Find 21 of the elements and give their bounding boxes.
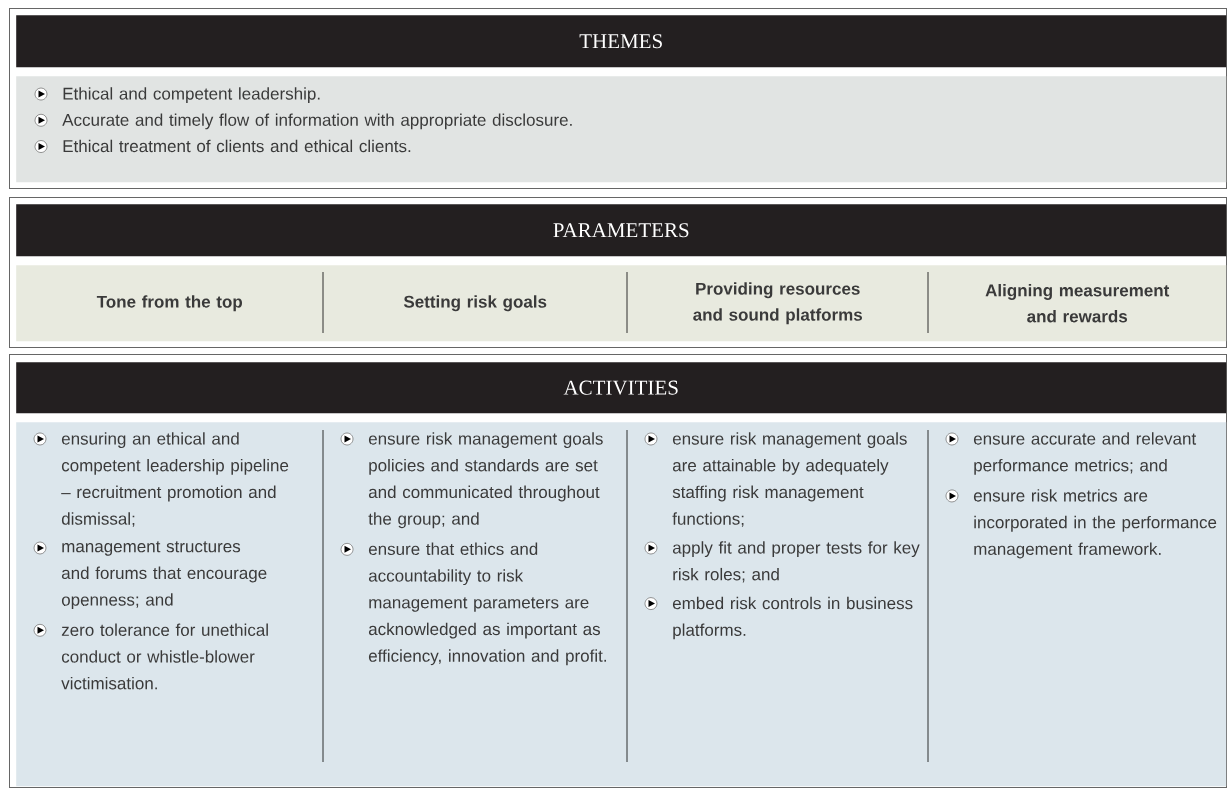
- bullet-text: ensuring an ethical and competent leadership pipeline – recruitment promotion and dismissal;: [61, 432, 289, 527]
- content-band: [16, 265, 1227, 342]
- bullet-text: embed risk controls in business platforms.: [672, 596, 913, 640]
- header-band: ACTIVITIES: [16, 362, 1227, 414]
- bullet-text: ensure risk management goals are attainable by adequately staffing risk management functions;: [672, 432, 907, 527]
- bullet-text: zero tolerance for unethical conduct or whistle-blower victimisation.: [61, 623, 268, 690]
- column-heading: Aligning measurement and rewards: [985, 283, 1170, 323]
- bullet-text: Ethical and competent leadership.: [63, 87, 320, 104]
- header-band: PARAMETERS: [16, 204, 1227, 257]
- bullet-text: ensure that ethics and accountability to risk management parameters are acknowledged as important as efficiency, innovation and profit.: [368, 542, 606, 666]
- bullet-text: ensure risk metrics are incorporated in the performance management framework.: [973, 489, 1217, 559]
- header-band: THEMES: [16, 15, 1227, 68]
- panel-frame: [9, 354, 1227, 788]
- content-band: [16, 422, 1227, 787]
- column-heading: Providing resources and sound platforms: [693, 282, 862, 325]
- column-heading: Setting risk goals: [403, 295, 547, 312]
- bullet-text: Ethical treatment of clients and ethical clients.: [63, 139, 411, 153]
- column-heading: Tone from the top: [96, 295, 243, 312]
- panel-frame: [9, 8, 1227, 189]
- bullet-text: Accurate and timely flow of information with appropriate disclosure.: [62, 113, 572, 130]
- panel-frame: [9, 197, 1227, 348]
